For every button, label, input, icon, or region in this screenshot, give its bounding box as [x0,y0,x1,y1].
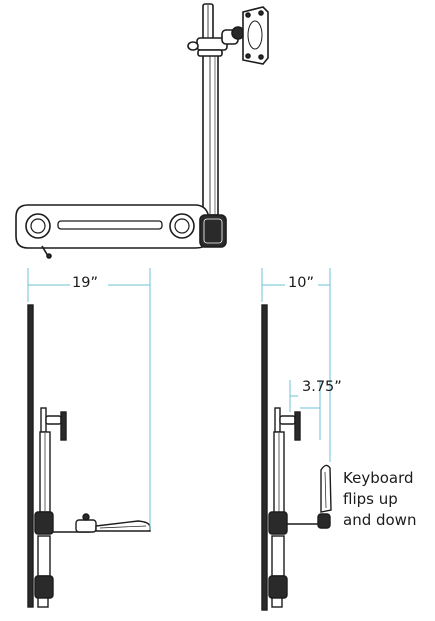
dimension-10-label: 10” [288,275,314,291]
side-view-extended [27,304,151,608]
dimension-375-label: 3.75” [302,379,342,395]
left-keyboard-arm [53,513,151,533]
right-monitor-bracket [274,407,301,441]
note-line-1: Keyboard [343,469,414,487]
note-line-3: and down [343,511,417,529]
pole-collar [187,37,228,57]
dimension-lines [27,268,331,530]
side-view-folded [261,304,332,611]
wall-panel-right [261,304,268,611]
top-view [15,3,269,259]
left-base-mount [34,511,54,608]
right-base-mount [268,511,288,608]
monitor-arm [221,26,245,45]
dimension-19-label: 19” [72,275,98,291]
top-pole [202,3,219,216]
wall-base [15,204,227,259]
right-keyboard-folded [287,464,332,529]
left-monitor-bracket [40,407,67,441]
keyboard-flip-note: Keyboard flips up and down [343,468,416,531]
vesa-plate [242,6,269,65]
wall-panel-left [27,304,34,608]
note-line-2: flips up [343,490,398,508]
right-keyboard-tray [320,464,332,513]
